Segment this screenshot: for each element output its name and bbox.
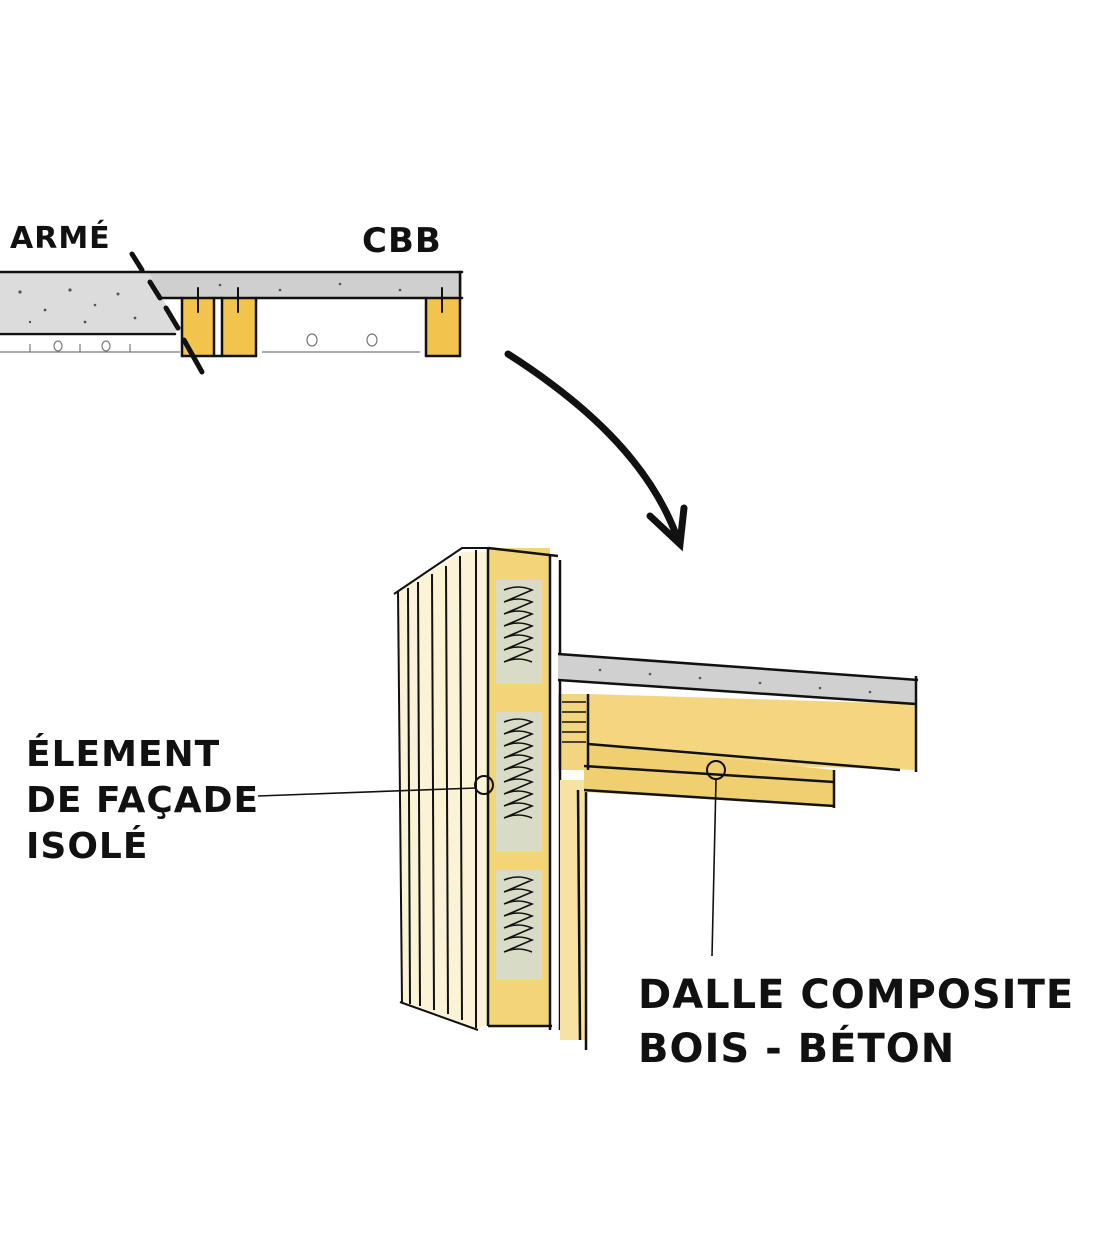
label-slab-line-2: BOIS - BÉTON	[638, 1026, 956, 1072]
concrete-dots	[18, 288, 137, 324]
label-facade-line-2: DE FAÇADE	[26, 780, 260, 821]
cbb-concrete-layer	[148, 272, 462, 298]
arrow	[504, 350, 688, 552]
label-insulated-facade-element: ÉLEMENT DE FAÇADE ISOLÉ	[26, 732, 259, 870]
label-cbb: CBB	[362, 221, 442, 261]
leader-lines	[257, 775, 717, 957]
concrete-slab-left	[0, 272, 180, 332]
top-section-drawing	[0, 251, 464, 375]
label-facade-line-3: ISOLÉ	[26, 826, 149, 867]
label-composite-slab: DALLE COMPOSITE BOIS - BÉTON	[638, 968, 1074, 1076]
composite-slab-drawing	[557, 652, 919, 808]
label-slab-line-1: DALLE COMPOSITE	[638, 972, 1075, 1018]
label-reinforced-concrete: ARMÉ	[10, 221, 111, 256]
label-facade-line-1: ÉLEMENT	[26, 734, 221, 775]
facade-element-drawing	[393, 546, 588, 1050]
